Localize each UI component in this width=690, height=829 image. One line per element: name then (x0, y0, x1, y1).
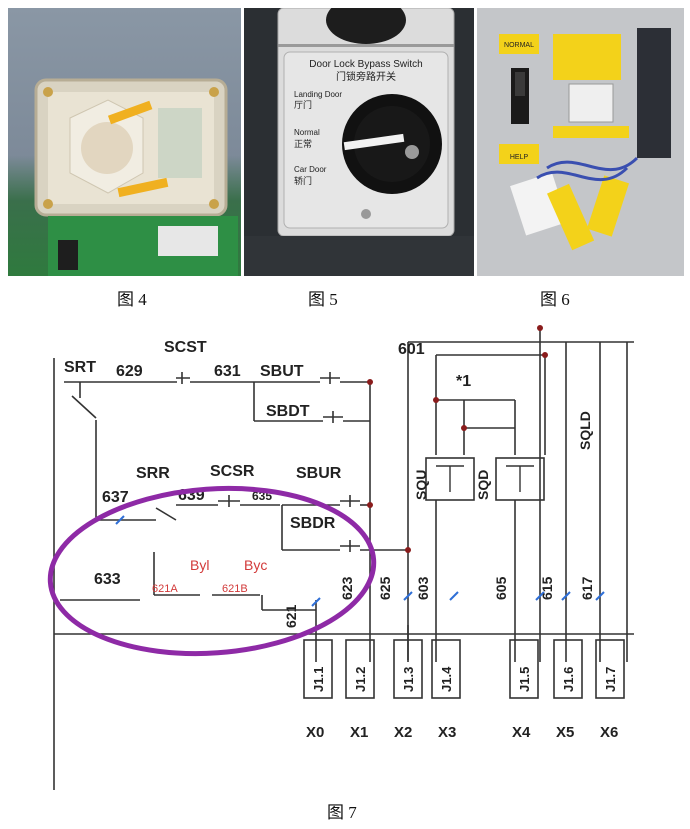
label-sqd: SQD (475, 470, 491, 500)
car-door-cn-label: 轿门 (294, 175, 312, 186)
normal-cn-label: 正常 (294, 138, 312, 149)
input-x6: X6 (600, 724, 618, 741)
input-x0: X0 (306, 724, 324, 741)
label-637: 637 (102, 489, 129, 506)
input-x5: X5 (556, 724, 574, 741)
label-621: 621 (283, 604, 299, 628)
label-srr: SRR (136, 465, 170, 482)
label-621b: 621B (222, 583, 248, 595)
help-tag: HELP (510, 154, 529, 161)
label-byl: Byl (190, 557, 209, 573)
input-x3: X3 (438, 724, 456, 741)
terminal-j1-5: J1.5 (517, 667, 532, 692)
label-byc: Byc (244, 557, 267, 573)
figure-7-caption: 图 7 (327, 803, 357, 822)
terminal-j1-7: J1.7 (603, 667, 618, 692)
terminal-j1-6: J1.6 (561, 667, 576, 692)
figure-6-caption: 图 6 (540, 290, 570, 309)
label-631: 631 (214, 363, 241, 380)
car-door-label: Car Door (294, 165, 327, 174)
figure-5-photo: Door Lock Bypass Switch 门锁旁路开关 Landing D… (244, 8, 474, 276)
label-sbdr: SBDR (290, 515, 336, 532)
terminal-j1-1: J1.1 (311, 667, 326, 692)
switch-title-cn: 门锁旁路开关 (336, 70, 396, 83)
figure-4-photo (8, 8, 241, 276)
label-621a: 621A (152, 583, 178, 595)
label-sbur: SBUR (296, 465, 342, 482)
label-617: 617 (579, 576, 595, 600)
terminal-j1-4: J1.4 (439, 666, 454, 692)
label-633: 633 (94, 571, 121, 588)
input-x1: X1 (350, 724, 368, 741)
input-x4: X4 (512, 724, 531, 741)
label-srt: SRT (64, 359, 96, 376)
label-scst: SCST (164, 339, 207, 356)
figure-7-wiring-diagram: SRT 629 SCST 631 SBUT SBDT SRR SCSR SBUR… (47, 325, 634, 790)
label-625: 625 (377, 576, 393, 600)
label-615: 615 (539, 576, 555, 600)
normal-label: Normal (294, 128, 320, 137)
label-star1: *1 (456, 373, 471, 390)
label-629: 629 (116, 363, 143, 380)
label-sbut: SBUT (260, 363, 304, 380)
switch-title-en: Door Lock Bypass Switch (309, 59, 422, 70)
highlight-ellipse (47, 485, 377, 657)
label-605: 605 (493, 576, 509, 600)
figure-5-caption: 图 5 (308, 290, 338, 309)
figure-6-photo: NORMAL HELP (477, 8, 684, 276)
label-sqld: SQLD (577, 411, 593, 450)
landing-door-cn-label: 厅门 (294, 99, 312, 110)
terminal-j1-2: J1.2 (353, 667, 368, 692)
bypass-switch-panel: Door Lock Bypass Switch 门锁旁路开关 Landing D… (244, 8, 474, 276)
label-scsr: SCSR (210, 463, 255, 480)
normal-tag: NORMAL (504, 42, 534, 49)
control-box-illustration (34, 78, 238, 276)
label-sbdt: SBDT (266, 403, 310, 420)
label-601: 601 (398, 341, 425, 358)
label-603: 603 (415, 576, 431, 600)
label-squ: SQU (413, 470, 429, 500)
label-623: 623 (339, 576, 355, 600)
panel-illustration: NORMAL HELP (477, 8, 684, 276)
landing-door-label: Landing Door (294, 90, 342, 99)
input-x2: X2 (394, 724, 412, 741)
figure-4-caption: 图 4 (117, 290, 147, 309)
terminal-j1-3: J1.3 (401, 667, 416, 692)
